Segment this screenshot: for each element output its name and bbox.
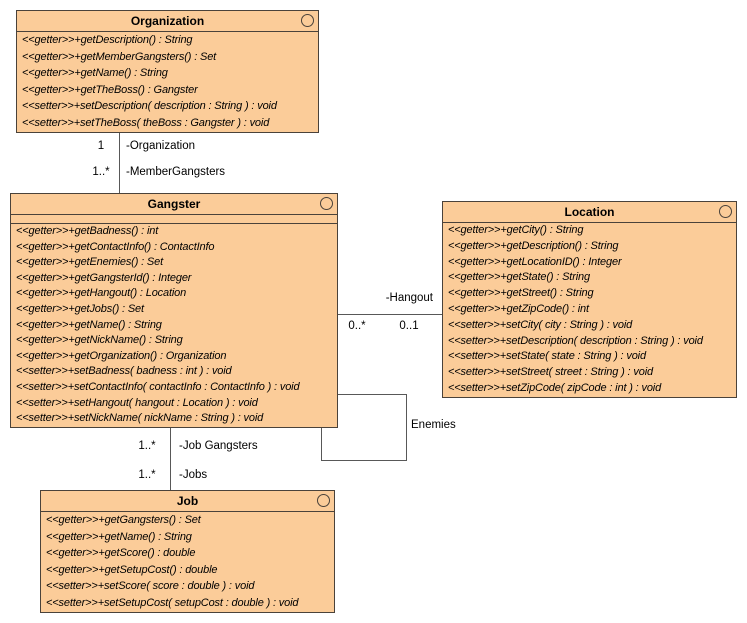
method-item: <<getter>>+getOrganization() : Organizat… bbox=[16, 349, 227, 362]
method-item: <<getter>>+getScore() : double bbox=[46, 547, 196, 560]
class-title: Gangster bbox=[147, 197, 201, 211]
method-item: <<setter>>+setDescription( description :… bbox=[448, 334, 703, 347]
method-item: <<getter>>+getDescription() : String bbox=[22, 34, 193, 46]
method-item: <<getter>>+getState() : String bbox=[448, 271, 590, 284]
method-item: <<setter>>+setNickName( nickName : Strin… bbox=[16, 412, 264, 425]
method-item: <<getter>>+getTheBoss() : Gangster bbox=[22, 83, 198, 96]
class-gangster-title-bar: Gangster bbox=[11, 194, 337, 215]
class-location[interactable]: Location <<getter>>+getCity() : String<<… bbox=[442, 201, 737, 398]
role-label-organization: -Organization bbox=[126, 140, 196, 152]
class-title: Job bbox=[176, 494, 199, 508]
method-item: <<getter>>+getJobs() : Set bbox=[16, 302, 144, 315]
multiplicity-hangout-gangster-end: 0..* bbox=[348, 320, 366, 332]
association-gangster-job-line[interactable] bbox=[170, 428, 171, 490]
method-item: <<getter>>+getEnemies() : Set bbox=[16, 256, 163, 269]
method-item: <<getter>>+getGangsters() : Set bbox=[46, 514, 201, 526]
method-item: <<getter>>+getName() : String bbox=[16, 318, 162, 331]
circle-icon bbox=[317, 494, 330, 507]
method-item: <<getter>>+getZipCode() : int bbox=[448, 302, 589, 315]
method-item: <<setter>>+setHangout( hangout : Locatio… bbox=[16, 396, 258, 409]
method-item: <<getter>>+getDescription() : String bbox=[448, 239, 619, 252]
enemies-self-association-segment-bottom[interactable] bbox=[321, 460, 407, 461]
association-organization-gangster-line[interactable] bbox=[119, 133, 120, 193]
class-organization[interactable]: Organization <<getter>>+getDescription()… bbox=[16, 10, 319, 133]
method-item: <<getter>>+getLocationID() : Integer bbox=[448, 255, 622, 268]
method-item: <<getter>>+getMemberGangsters() : Set bbox=[22, 50, 217, 63]
role-label-member-gangsters: -MemberGangsters bbox=[126, 166, 226, 178]
multiplicity-organization-end: 1 bbox=[97, 140, 105, 152]
class-location-title-bar: Location bbox=[443, 202, 736, 223]
enemies-self-association-segment-left[interactable] bbox=[321, 428, 322, 460]
method-item: <<getter>>+getGangsterId() : Integer bbox=[16, 271, 192, 284]
method-item: <<setter>>+setState( state : String ) : … bbox=[448, 350, 646, 363]
enemies-self-association-segment-right[interactable] bbox=[406, 394, 407, 460]
multiplicity-gangster-end: 1..* bbox=[92, 166, 110, 178]
class-job[interactable]: Job <<getter>>+getGangsters() : Set<<get… bbox=[40, 490, 335, 613]
method-item: <<setter>>+setBadness( badness : int ) :… bbox=[16, 365, 232, 378]
method-item: <<getter>>+getCity() : String bbox=[448, 224, 584, 236]
method-item: <<setter>>+setScore( score : double ) : … bbox=[46, 580, 255, 593]
method-item: <<setter>>+setContactInfo( contactInfo :… bbox=[16, 380, 300, 393]
method-item: <<setter>>+setZipCode( zipCode : int ) :… bbox=[448, 381, 662, 394]
method-item: <<getter>>+getName() : String bbox=[46, 530, 192, 543]
enemies-self-association-segment-top[interactable] bbox=[338, 394, 407, 395]
methods-compartment: <<getter>>+getGangsters() : Set <<getter>… bbox=[41, 512, 334, 612]
methods-compartment: <<getter>>+getBadness() : int <<getter>>+… bbox=[11, 224, 337, 427]
role-label-jobs: -Jobs bbox=[179, 469, 208, 481]
methods-compartment: <<getter>>+getDescription() : String <<ge… bbox=[17, 32, 318, 132]
method-item: <<getter>>+getContactInfo() : ContactInf… bbox=[16, 240, 215, 253]
method-item: <<getter>>+getStreet() : String bbox=[448, 287, 594, 300]
class-title: Location bbox=[564, 205, 615, 219]
method-item: <<getter>>+getHangout() : Location bbox=[16, 287, 187, 300]
class-gangster[interactable]: Gangster <<getter>>+getBadness() : int<<… bbox=[10, 193, 338, 428]
class-title: Organization bbox=[130, 14, 205, 28]
class-organization-title-bar: Organization bbox=[17, 11, 318, 32]
method-item: <<getter>>+getNickName() : String bbox=[16, 334, 183, 347]
multiplicity-jobs-end: 1..* bbox=[138, 469, 156, 481]
association-gangster-location-line[interactable] bbox=[338, 314, 442, 315]
method-item: <<getter>>+getSetupCost() : double bbox=[46, 563, 218, 576]
association-label-enemies: Enemies bbox=[411, 419, 456, 431]
circle-icon bbox=[719, 205, 732, 218]
class-job-title-bar: Job bbox=[41, 491, 334, 512]
role-label-hangout: -Hangout bbox=[385, 292, 433, 304]
method-item: <<setter>>+setDescription( description :… bbox=[22, 100, 277, 113]
circle-icon bbox=[320, 197, 333, 210]
method-item: <<setter>>+setStreet( street : String ) … bbox=[448, 366, 653, 379]
methods-compartment: <<getter>>+getCity() : String <<getter>>+… bbox=[443, 223, 736, 397]
method-item: <<setter>>+setCity( city : String ) : vo… bbox=[448, 318, 633, 331]
circle-icon bbox=[301, 14, 314, 27]
attributes-compartment-empty bbox=[11, 215, 337, 224]
method-item: <<setter>>+setSetupCost( setupCost : dou… bbox=[46, 596, 299, 609]
method-item: <<setter>>+setTheBoss( theBoss : Gangste… bbox=[22, 116, 270, 129]
role-label-job-gangsters: -Job Gangsters bbox=[179, 440, 258, 452]
method-item: <<getter>>+getName() : String bbox=[22, 67, 168, 80]
method-item: <<getter>>+getBadness() : int bbox=[16, 225, 159, 237]
multiplicity-hangout-location-end: 0..1 bbox=[399, 320, 419, 332]
multiplicity-job-gangster-end: 1..* bbox=[138, 440, 156, 452]
